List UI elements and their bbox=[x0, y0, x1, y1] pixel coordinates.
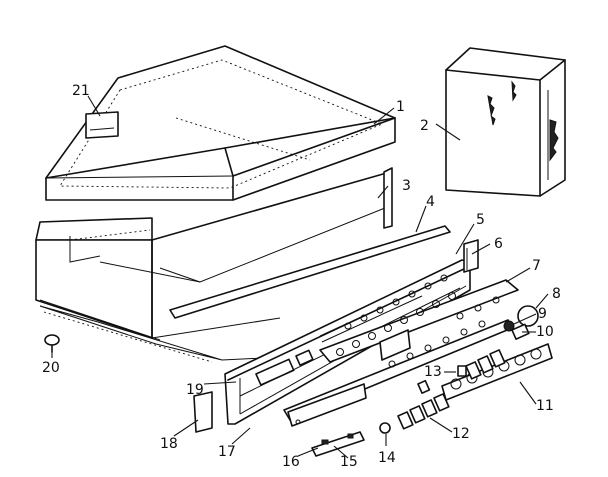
part-trim-strip bbox=[169, 225, 451, 319]
callout-8: 8 bbox=[552, 286, 561, 302]
part-side-cabinet bbox=[445, 47, 566, 197]
callout-19: 19 bbox=[186, 382, 204, 398]
callout-3: 3 bbox=[402, 178, 411, 194]
part-large-knob bbox=[517, 305, 539, 327]
callout-6: 6 bbox=[494, 236, 503, 252]
callout-14: 14 bbox=[378, 450, 396, 466]
callout-1: 1 bbox=[396, 99, 405, 115]
callout-18: 18 bbox=[160, 436, 178, 452]
part-knob-set bbox=[511, 323, 530, 340]
callout-labels: 21 1 2 3 4 5 6 7 8 9 10 11 12 13 14 15 1… bbox=[42, 83, 561, 470]
part-end-cap bbox=[193, 391, 213, 433]
callout-17: 17 bbox=[218, 444, 236, 460]
part-dial-lens bbox=[287, 383, 367, 427]
part-nut bbox=[379, 422, 391, 434]
part-hinge-bracket bbox=[85, 111, 119, 139]
callout-12: 12 bbox=[452, 426, 470, 442]
callout-11: 11 bbox=[536, 398, 554, 414]
callout-5: 5 bbox=[476, 212, 485, 228]
part-bracket-plate bbox=[311, 431, 365, 457]
callout-16: 16 bbox=[282, 454, 300, 470]
callout-15: 15 bbox=[340, 454, 358, 470]
part-foot bbox=[44, 334, 60, 353]
part-button-row-lower bbox=[397, 349, 506, 430]
part-side-trim bbox=[463, 239, 479, 273]
callout-10: 10 bbox=[536, 324, 554, 340]
part-chassis bbox=[35, 167, 393, 341]
leader-lines bbox=[51, 95, 549, 459]
callout-20: 20 bbox=[42, 360, 60, 376]
front-panel-controls bbox=[336, 274, 500, 368]
callout-9: 9 bbox=[538, 306, 547, 322]
callout-21: 21 bbox=[72, 83, 90, 99]
part-small-knob bbox=[503, 320, 515, 332]
callout-4: 4 bbox=[426, 194, 435, 210]
part-top-cover bbox=[45, 45, 396, 201]
callout-13: 13 bbox=[424, 364, 442, 380]
callout-7: 7 bbox=[532, 258, 541, 274]
part-switches bbox=[417, 365, 467, 394]
callout-2: 2 bbox=[420, 118, 429, 134]
